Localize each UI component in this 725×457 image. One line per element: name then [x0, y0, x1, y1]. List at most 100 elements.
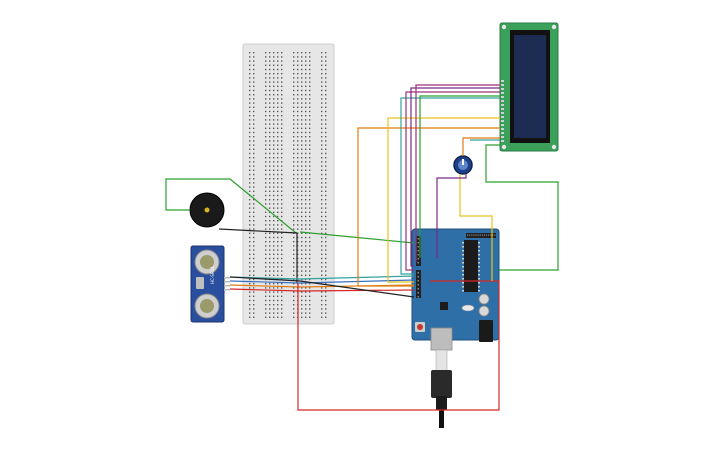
breadboard-hole: [281, 89, 283, 92]
power-pin: [417, 242, 419, 244]
wire-sensor-red[interactable]: [229, 288, 415, 292]
chip-leg: [462, 286, 464, 288]
power-pin: [417, 250, 419, 252]
breadboard-hole: [277, 102, 279, 104]
breadboard-hole: [301, 220, 303, 222]
breadboard-hole: [301, 123, 303, 125]
breadboard-hole: [265, 77, 267, 79]
breadboard-hole: [277, 52, 279, 54]
breadboard-hole: [309, 60, 311, 62]
breadboard-hole: [293, 224, 295, 226]
wire-lcd-green[interactable]: [419, 95, 500, 258]
breadboard-hole: [269, 169, 271, 171]
breadboard-hole: [249, 312, 251, 314]
wire-pot-purple[interactable]: [436, 174, 467, 258]
usb-cable[interactable]: [431, 349, 452, 428]
breadboard-hole: [265, 81, 267, 83]
breadboard-hole: [269, 123, 271, 125]
wire-sensor-black[interactable]: [229, 276, 415, 298]
breadboard-hole: [277, 316, 279, 318]
wire-pot-yellow[interactable]: [459, 174, 493, 281]
breadboard-hole: [249, 270, 251, 272]
breadboard-hole: [309, 299, 311, 302]
breadboard-hole: [301, 178, 303, 180]
breadboard-hole: [305, 207, 307, 209]
wire-bb-arduino-green[interactable]: [299, 231, 415, 244]
breadboard-hole: [269, 73, 271, 75]
wire-buzzer-black[interactable]: [218, 228, 298, 283]
breadboard-hole: [281, 131, 283, 134]
breadboard-hole: [273, 77, 275, 79]
breadboard-hole: [277, 60, 279, 62]
breadboard-hole: [253, 77, 255, 79]
breadboard[interactable]: [242, 43, 335, 325]
wire-sensor-blue[interactable]: [229, 279, 415, 284]
breadboard-hole: [321, 224, 323, 226]
wire-lcd-arduino-green[interactable]: [485, 144, 559, 271]
potentiometer[interactable]: [453, 155, 473, 175]
breadboard-hole: [297, 98, 299, 100]
breadboard-hole: [253, 316, 255, 318]
breadboard-hole: [249, 140, 251, 142]
breadboard-hole: [249, 98, 251, 100]
wire-power-red[interactable]: [297, 280, 500, 411]
wire-lcd-purple[interactable]: [410, 87, 500, 267]
breadboard-hole: [321, 178, 323, 180]
breadboard-hole: [301, 161, 303, 163]
breadboard-hole: [253, 241, 255, 243]
breadboard-hole: [281, 56, 283, 58]
breadboard-hole: [309, 173, 311, 176]
dc-power-jack: [479, 320, 493, 342]
chip-leg: [478, 246, 480, 248]
breadboard-hole: [273, 232, 275, 234]
breadboard-hole: [249, 64, 251, 66]
breadboard-hole: [265, 98, 267, 100]
breadboard-hole: [305, 241, 307, 243]
breadboard-hole: [305, 144, 307, 146]
breadboard-hole: [309, 257, 311, 260]
breadboard-hole: [321, 56, 323, 58]
wire-lcd-teal[interactable]: [400, 97, 500, 275]
wire-sensor-teal[interactable]: [229, 275, 415, 280]
breadboard-hole: [249, 304, 251, 306]
wire-lcd-orange[interactable]: [357, 127, 500, 287]
breadboard-hole: [277, 94, 279, 96]
wire-lcd-yellow[interactable]: [387, 117, 500, 283]
breadboard-hole: [297, 232, 299, 234]
lcd-pin: [501, 104, 504, 106]
breadboard-hole: [281, 169, 283, 171]
lcd-display[interactable]: [499, 22, 559, 152]
breadboard-hole: [297, 173, 299, 176]
breadboard-hole: [253, 262, 255, 264]
piezo-buzzer[interactable]: [189, 192, 225, 228]
lcd-pin: [501, 100, 504, 102]
breadboard-hole: [265, 220, 267, 222]
breadboard-hole: [269, 68, 271, 71]
breadboard-hole: [309, 131, 311, 134]
breadboard-hole: [293, 64, 295, 66]
breadboard-hole: [265, 56, 267, 58]
arduino-uno[interactable]: [411, 228, 500, 351]
wire-lcd-pink[interactable]: [405, 91, 500, 271]
breadboard-hole: [309, 308, 311, 310]
breadboard-hole: [253, 245, 255, 247]
breadboard-hole: [249, 241, 251, 243]
lcd-pin: [501, 108, 504, 110]
reset-button-cap[interactable]: [417, 324, 423, 330]
breadboard-hole: [325, 274, 327, 276]
analog-pin: [417, 280, 419, 282]
breadboard-hole: [281, 312, 283, 314]
wire-pot-orange[interactable]: [462, 137, 500, 156]
wire-buzzer-green[interactable]: [165, 178, 297, 234]
breadboard-hole: [305, 73, 307, 75]
breadboard-hole: [297, 89, 299, 92]
breadboard-hole: [305, 173, 307, 176]
breadboard-hole: [277, 266, 279, 268]
breadboard-hole: [325, 106, 327, 108]
ultrasonic-sensor[interactable]: HC-SR04: [190, 245, 230, 323]
breadboard-hole: [301, 266, 303, 268]
wire-lcd-pink-2[interactable]: [415, 84, 500, 262]
breadboard-hole: [301, 199, 303, 201]
breadboard-hole: [325, 157, 327, 159]
breadboard-hole: [269, 178, 271, 180]
